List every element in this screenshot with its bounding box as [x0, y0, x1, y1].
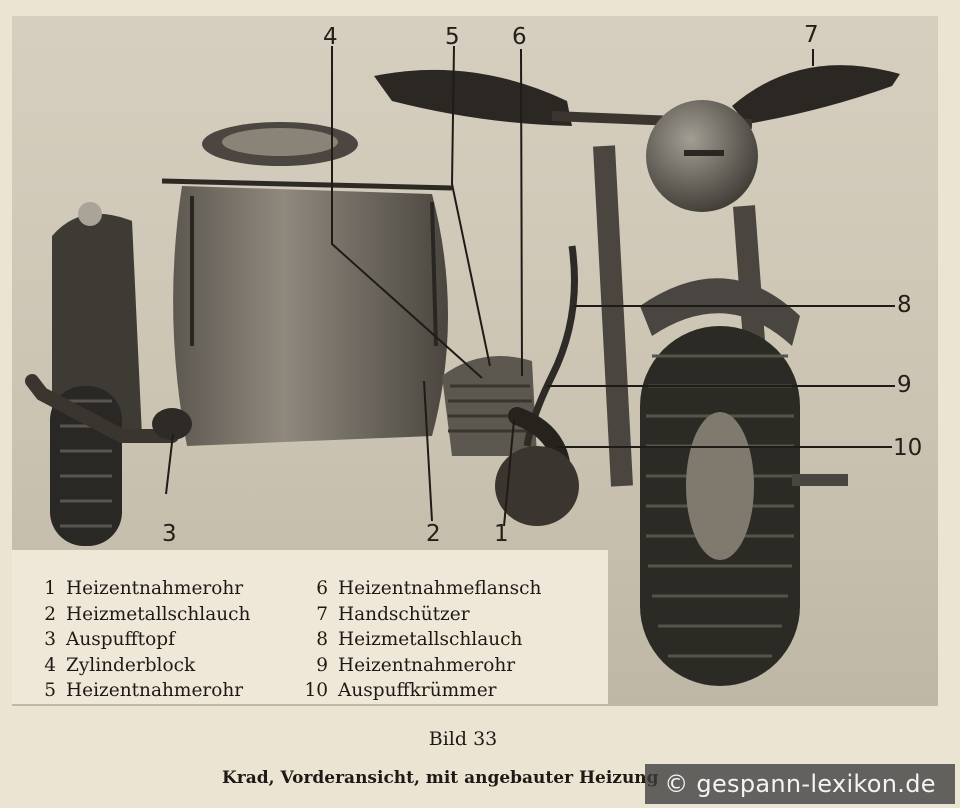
legend-item: 4 Zylinderblock	[34, 653, 250, 679]
legend-label: Heizentnahmerohr	[66, 680, 244, 701]
legend-label: Heizmetallschlauch	[338, 629, 523, 650]
legend-label: Auspufftopf	[66, 629, 175, 650]
callout-7: 7	[804, 22, 819, 48]
legend-number: 4	[44, 654, 56, 676]
legend-label: Handschützer	[338, 603, 470, 625]
callout-6: 6	[512, 24, 527, 50]
callout-3: 3	[162, 521, 177, 547]
legend-number: 7	[316, 603, 328, 625]
callout-4: 4	[323, 24, 338, 50]
callout-5: 5	[445, 24, 460, 50]
callout-10: 10	[893, 435, 923, 461]
legend-item: 9 Heizentnahmerohr	[302, 653, 541, 679]
legend-label: Heizentnahmeflansch	[338, 578, 542, 599]
legend-item: 2 Heizmetallschlauch	[34, 602, 250, 628]
callout-8: 8	[897, 292, 912, 318]
legend-label: Heizentnahmerohr	[66, 578, 244, 599]
legend-label: Auspuffkrümmer	[338, 680, 497, 701]
left-hand-guard	[374, 69, 572, 126]
right-hand-guard	[732, 65, 900, 124]
legend-number: 2	[44, 603, 56, 625]
leader-line-4	[331, 46, 483, 379]
legend-item: 3 Auspufftopf	[34, 627, 250, 653]
legend-item: 6 Heizentnahmeflansch	[302, 576, 541, 602]
legend-item: 5 Heizentnahmerohr	[34, 678, 250, 704]
callout-1: 1	[494, 521, 509, 547]
legend-label: Heizentnahmerohr	[338, 654, 516, 676]
callout-9: 9	[897, 372, 912, 398]
legend-number: 10	[304, 680, 328, 701]
legend-label: Heizmetallschlauch	[66, 603, 251, 625]
sidecar	[25, 122, 453, 546]
muffler	[152, 408, 192, 440]
legend-number: 6	[316, 578, 328, 599]
figure-caption: Krad, Vorderansicht, mit angebauter Heiz…	[222, 768, 659, 788]
leader-line-1	[503, 419, 515, 527]
legend-item: 7 Handschützer	[302, 602, 541, 628]
leader-line-5	[450, 45, 491, 367]
figure-number: Bild 33	[428, 728, 498, 750]
motorcycle	[374, 65, 900, 686]
legend-number: 1	[44, 578, 56, 599]
legend-label: Zylinderblock	[66, 654, 196, 676]
watermark: © gespann-lexikon.de	[645, 764, 955, 804]
leader-line-3	[165, 433, 174, 495]
leader-line-6	[520, 48, 523, 377]
sidecar-bumper	[25, 374, 179, 443]
front-mudguard	[640, 278, 800, 346]
legend-number: 3	[44, 629, 56, 650]
callout-2: 2	[426, 521, 441, 547]
crankcase	[495, 446, 579, 526]
legend-item: 10 Auspuffkrümmer	[302, 678, 541, 704]
legend-number: 9	[316, 654, 328, 676]
legend-item: 1 Heizentnahmerohr	[34, 576, 250, 602]
legend-number: 8	[316, 629, 328, 650]
legend-number: 5	[44, 680, 56, 701]
sidecar-mudguard	[52, 213, 142, 436]
sidecar-body	[173, 186, 448, 446]
leader-lines	[165, 45, 895, 527]
legend-item: 8 Heizmetallschlauch	[302, 627, 541, 653]
leader-line-2	[423, 380, 433, 522]
